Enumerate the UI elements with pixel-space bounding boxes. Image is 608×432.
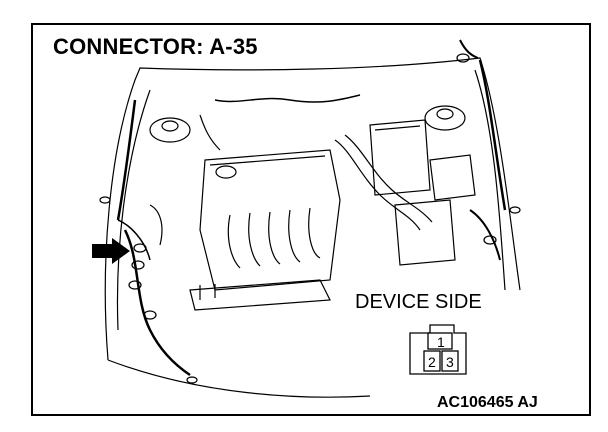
diagram-frame (31, 23, 591, 416)
connector-pin-3: 3 (446, 354, 454, 370)
connector-face (409, 324, 467, 375)
connector-pin-2: 2 (428, 354, 436, 370)
connector-title: CONNECTOR: A-35 (53, 34, 258, 59)
device-side-label: DEVICE SIDE (355, 291, 482, 313)
pointer-arrow (92, 238, 130, 264)
connector-pin-1: 1 (437, 334, 445, 350)
figure-code: AC106465 AJ (437, 394, 538, 411)
